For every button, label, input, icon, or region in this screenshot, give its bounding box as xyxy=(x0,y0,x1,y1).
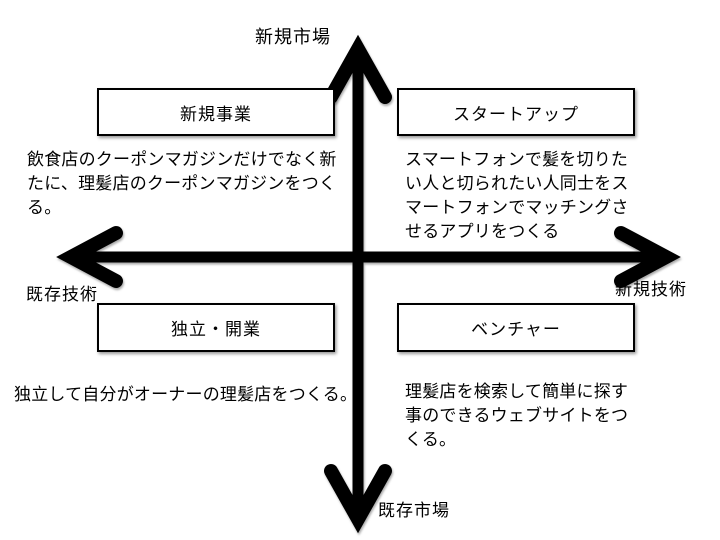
quadrant-box-title: 独立・開業 xyxy=(171,320,261,339)
arrowhead-left-icon xyxy=(56,226,123,288)
quadrant-description-new-business: 飲食店のクーポンマガジンだけでなく新たに、理髪店のクーポンマガジンをつくる。 xyxy=(27,150,337,217)
quadrant-box-startup: スタートアップ xyxy=(397,88,635,136)
axis-label-new-market: 新規市場 xyxy=(255,27,331,47)
arrowhead-down-icon xyxy=(324,464,392,534)
quadrant-description-startup: スマートフォンで髪を切りたい人と切られたい人同士をスマートフォンでマッチングさせ… xyxy=(405,150,629,241)
quadrant-box-venture: ベンチャー xyxy=(397,303,635,352)
quadrant-box-title: ベンチャー xyxy=(471,320,561,339)
quadrant-description-venture: 理髪店を検索して簡単に探す事のできるウェブサイトをつくる。 xyxy=(405,382,629,449)
quadrant-description-independence: 独立して自分がオーナーの理髪店をつくる。 xyxy=(14,385,358,404)
arrowhead-up-icon xyxy=(324,34,392,104)
arrowhead-right-icon xyxy=(614,226,681,288)
axis-label-new-technology: 新規技術 xyxy=(615,280,687,299)
quadrant-box-new-business: 新規事業 xyxy=(97,88,335,136)
quadrant-box-title: 新規事業 xyxy=(180,104,252,124)
quadrant-box-title: スタートアップ xyxy=(453,104,579,124)
axis-label-existing-market: 既存市場 xyxy=(378,501,450,520)
axis-label-existing-technology: 既存技術 xyxy=(26,285,98,304)
quadrant-box-independence: 独立・開業 xyxy=(97,303,335,352)
